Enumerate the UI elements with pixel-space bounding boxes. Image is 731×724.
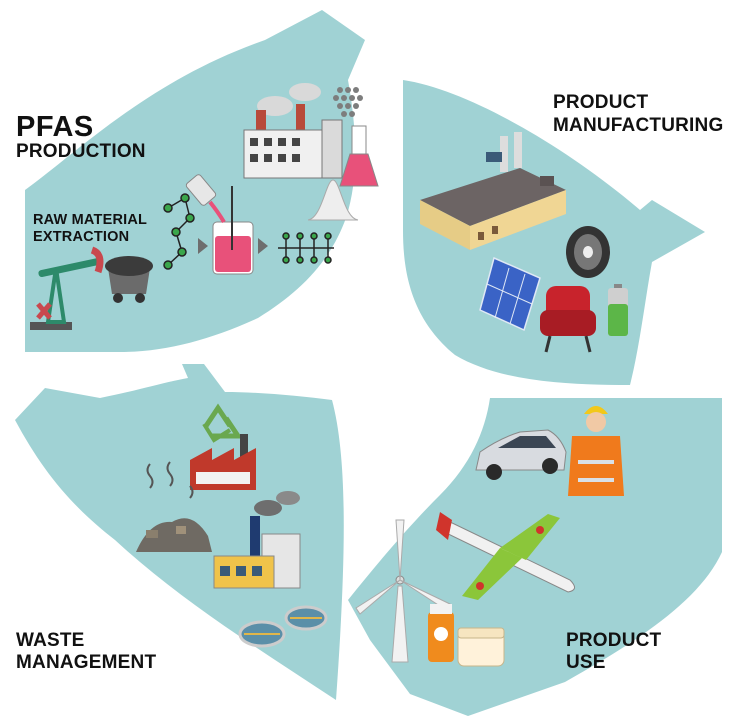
- landfill-icon: [136, 461, 212, 552]
- manufacturing-label: PRODUCT MANUFACTURING: [553, 92, 723, 138]
- raw-material-line1: RAW MATERIAL: [33, 212, 148, 228]
- raw-material-line2: EXTRACTION: [33, 229, 130, 246]
- manufacturing-line2: MANUFACTURING: [553, 114, 724, 136]
- airplane-icon: [436, 512, 575, 600]
- molecule-icon: [163, 193, 195, 270]
- distribution-curve-icon: [307, 179, 359, 221]
- chain-molecule-icon: [278, 232, 334, 264]
- use-line2: USE: [566, 651, 606, 673]
- solar-panel-icon: [479, 256, 541, 332]
- armchair-icon: [540, 286, 596, 353]
- manufacturing-line1: PRODUCT: [553, 92, 649, 113]
- industrial-plant-icon: [420, 132, 566, 250]
- particles-icon: [333, 87, 363, 117]
- arrow-manufacturing: [403, 80, 705, 385]
- incinerator-icon: [213, 491, 301, 589]
- car-icon: [475, 429, 567, 480]
- cream-jar-icon: [457, 627, 505, 667]
- beaker-icon: [185, 174, 268, 275]
- recycle-icon: [202, 403, 243, 443]
- use-line1: PRODUCT: [566, 630, 662, 651]
- product-use-label: PRODUCT USE: [566, 630, 661, 674]
- waste-management-label: WASTE MANAGEMENT: [16, 630, 156, 674]
- waste-line2: MANAGEMENT: [16, 651, 157, 673]
- wind-turbine-icon: [355, 519, 451, 663]
- flask-icon: [339, 125, 379, 187]
- factory-icon: [243, 83, 343, 179]
- sunscreen-icon: [428, 604, 454, 662]
- wire-spool-icon: [566, 226, 610, 278]
- oil-pump-icon: [30, 246, 104, 330]
- water-treatment-icon: [238, 605, 328, 648]
- production-subtitle: PRODUCTION: [16, 141, 146, 163]
- coal-cart-icon: [105, 256, 153, 303]
- recycling-factory-icon: [190, 434, 256, 490]
- pfas-title: PFAS: [16, 111, 94, 143]
- battery-icon: [608, 284, 628, 336]
- raw-material-extraction-label: RAW MATERIAL EXTRACTION: [33, 212, 147, 246]
- worker-icon: [568, 406, 624, 496]
- production-label: PFAS PRODUCTION: [16, 111, 146, 163]
- waste-line1: WASTE: [16, 630, 85, 651]
